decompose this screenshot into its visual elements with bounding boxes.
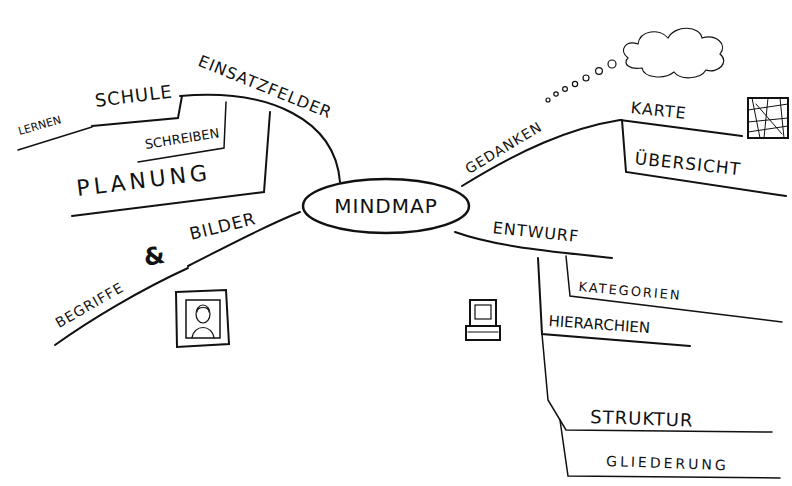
map-sketch xyxy=(748,98,788,138)
branch-line xyxy=(72,112,270,216)
branch-label: ENTWURF xyxy=(492,220,580,245)
branch-label: LERNEN xyxy=(17,114,62,137)
node-text: MINDMAP xyxy=(334,194,438,218)
branch-line xyxy=(622,120,786,196)
branch-line xyxy=(538,258,690,346)
branch-label: STRUKTUR xyxy=(590,408,694,430)
branch-label: ÜBERSICHT xyxy=(634,150,742,178)
branch-line xyxy=(566,256,782,322)
branch-label: EINSATZFELDER xyxy=(196,53,334,121)
ellipse-shape xyxy=(303,179,469,233)
branch-label: SCHULE xyxy=(94,83,174,110)
computer-sketch xyxy=(466,300,500,340)
branch-label: KARTE xyxy=(630,100,687,122)
thought-bubbles xyxy=(546,28,724,102)
branch-label: SCHREIBEN xyxy=(144,126,220,151)
picture-frame xyxy=(176,290,229,347)
branch-label: BILDER xyxy=(188,210,258,243)
branch-line xyxy=(542,334,772,432)
branch-line xyxy=(620,120,742,136)
branch-label: & xyxy=(142,243,167,270)
branch-label: HIERARCHIEN xyxy=(548,314,651,336)
branch-line xyxy=(138,102,226,162)
branch-label: GLIEDERUNG xyxy=(606,454,729,472)
central-ellipse: MINDMAP xyxy=(301,177,471,235)
branch-line xyxy=(462,120,620,186)
branch-label: PLANUNG xyxy=(75,162,212,200)
